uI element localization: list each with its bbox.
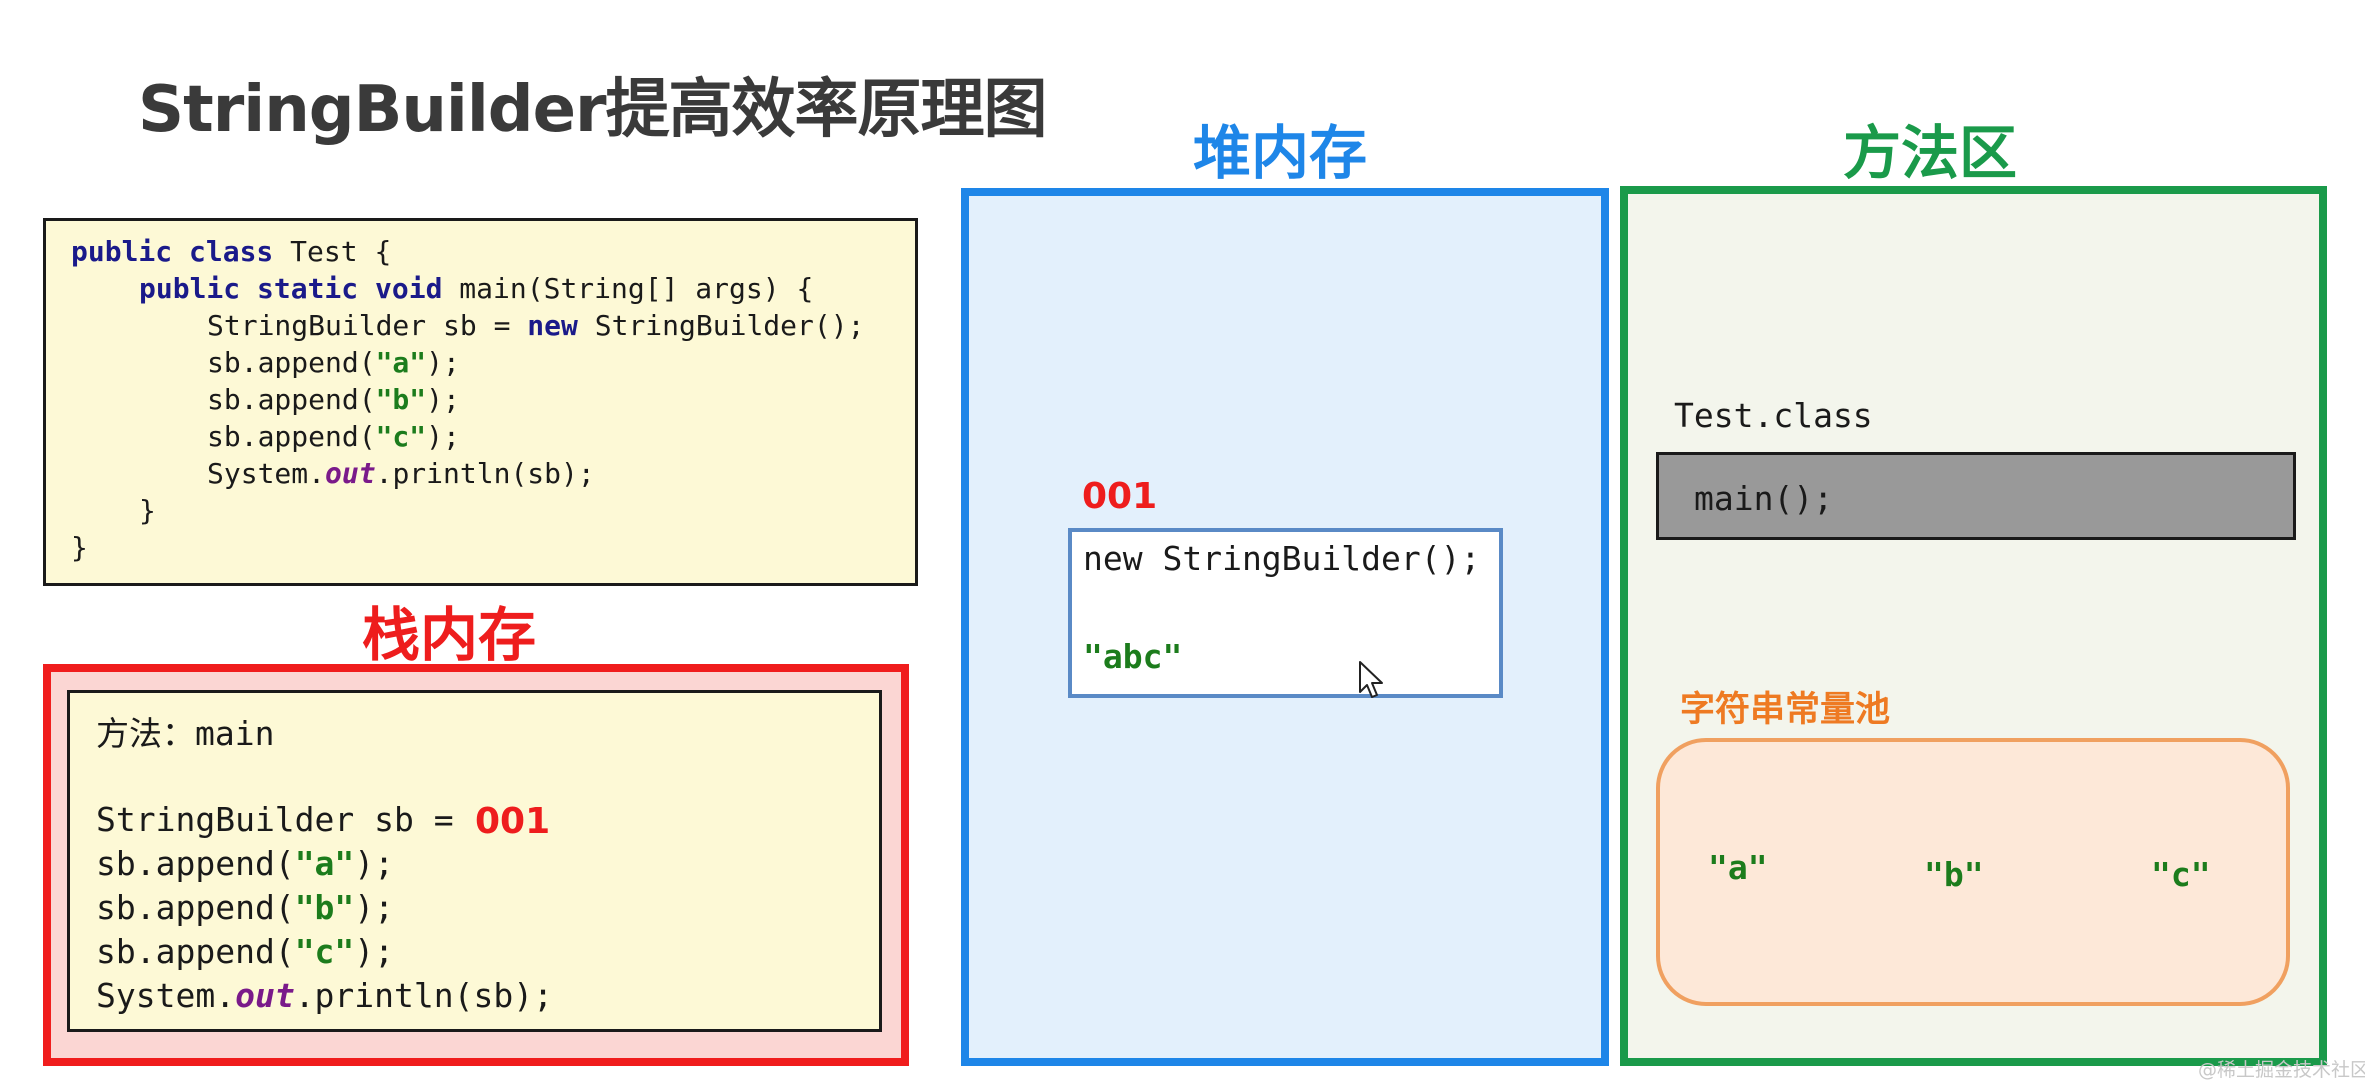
class-name-label: Test.class — [1674, 396, 1873, 435]
heap-value: "abc" — [1083, 637, 1183, 676]
cursor-icon — [1359, 661, 1383, 698]
main-method-bar — [1656, 452, 2296, 540]
code-field: out — [325, 457, 376, 490]
pool-string-a: "a" — [1708, 848, 1768, 887]
code-text: sb.append( — [207, 420, 376, 453]
stack-method-label: 方法：main — [96, 714, 275, 753]
code-text: .println(sb); — [375, 457, 595, 490]
code-line-3: StringBuilder sb = new StringBuilder(); — [207, 312, 864, 340]
code-text: sb.append( — [207, 383, 376, 416]
heap-object-box: new StringBuilder(); "abc" — [1068, 528, 1503, 698]
code-line-6: sb.append("c"); — [207, 423, 460, 451]
code-line-1: public class Test { — [71, 238, 391, 266]
code-line-5: sb.append("b"); — [207, 386, 460, 414]
stack-append-a: sb.append("a"); — [96, 844, 395, 883]
heap-address: 001 — [1082, 476, 1158, 517]
stack-println: System.out.println(sb); — [96, 976, 553, 1015]
pool-string-b: "b" — [1924, 855, 1984, 894]
code-text: main(String[] args) { — [442, 272, 814, 305]
code-text: ); — [426, 420, 460, 453]
code-keyword: public static void — [139, 272, 443, 305]
pool-string-c: "c" — [2151, 855, 2211, 894]
code-line-4: sb.append("a"); — [207, 349, 460, 377]
watermark: @稀土掘金技术社区 — [2198, 1059, 2365, 1081]
stack-address: 001 — [475, 801, 551, 842]
code-text: sb.append( — [207, 346, 376, 379]
method-area-title: 方法区 — [1843, 119, 2018, 187]
code-keyword: new — [527, 309, 578, 342]
code-line-2: public static void main(String[] args) { — [139, 275, 813, 303]
code-text: StringBuilder sb = — [207, 309, 528, 342]
code-text: System. — [207, 457, 326, 490]
string-pool-label: 字符串常量池 — [1680, 690, 1891, 730]
code-string: "a" — [375, 346, 427, 379]
code-string: "b" — [375, 383, 427, 416]
stack-append-b: sb.append("b"); — [96, 888, 395, 927]
stack-title: 栈内存 — [362, 601, 537, 669]
code-line-9: } — [71, 531, 88, 564]
code-line-8: } — [139, 494, 156, 527]
code-text: ); — [426, 383, 460, 416]
code-text: Test { — [273, 235, 392, 268]
page-title: StringBuilder提高效率原理图 — [138, 73, 1048, 147]
code-keyword: public class — [71, 235, 274, 268]
stack-sb-declaration: StringBuilder sb = — [96, 800, 474, 839]
string-pool-box — [1656, 738, 2290, 1006]
code-string: "c" — [375, 420, 427, 453]
stack-frame-box: 方法：main StringBuilder sb = sb.append("a"… — [67, 690, 882, 1032]
code-text: ); — [426, 346, 460, 379]
heap-object-label: new StringBuilder(); — [1083, 539, 1481, 578]
code-text: StringBuilder(); — [577, 309, 865, 342]
main-method-label: main(); — [1694, 479, 1834, 518]
heap-title: 堆内存 — [1193, 119, 1368, 187]
code-box: public class Test { public static void m… — [43, 218, 918, 586]
code-line-7: System.out.println(sb); — [207, 460, 595, 488]
stack-append-c: sb.append("c"); — [96, 932, 395, 971]
